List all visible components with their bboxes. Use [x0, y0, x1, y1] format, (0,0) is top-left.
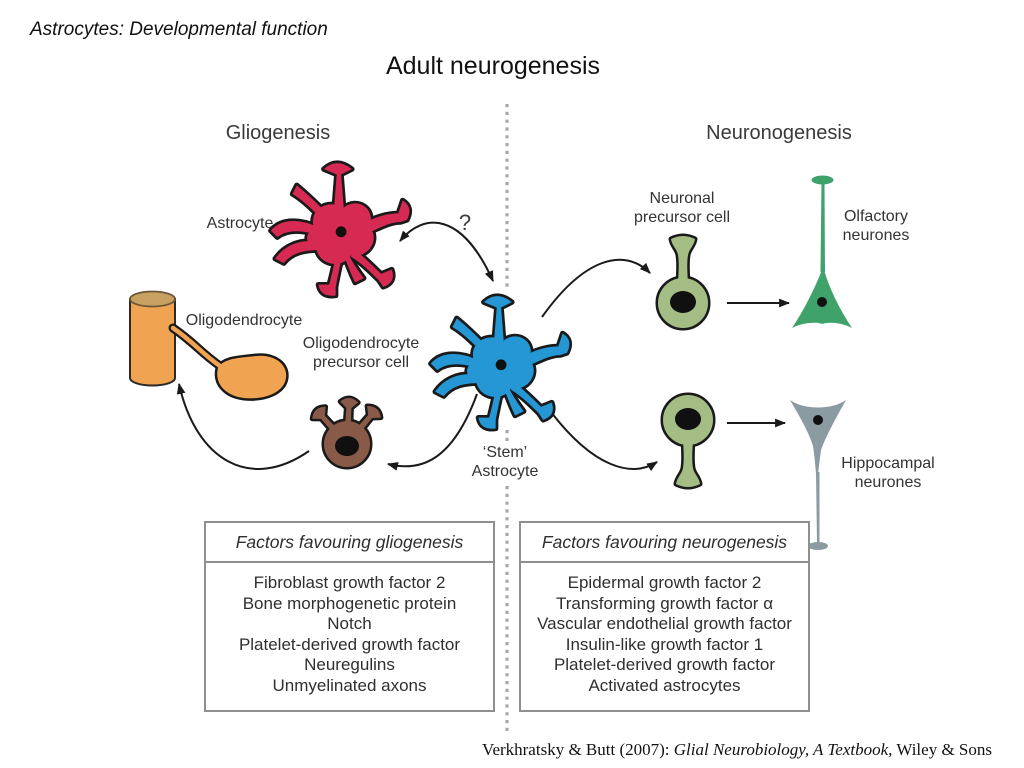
astrocyte-label: Astrocyte [206, 215, 274, 232]
neurogenesis-factors-title: Factors favouring neurogenesis [521, 523, 808, 563]
gliogenesis-heading: Gliogenesis [225, 122, 331, 144]
stem-astrocyte-cell [431, 296, 570, 429]
oligodendrocyte-label: Oligodendrocyte [185, 312, 303, 329]
arrow-opc-to-oligodendrocyte [176, 382, 310, 470]
pathway-arrows [176, 221, 791, 472]
factor-item: Bone morphogenetic protein [242, 593, 457, 613]
lower-neuronal-precursor-cell [663, 395, 713, 487]
neuronogenesis-heading: Neuronogenesis [706, 122, 852, 144]
citation-book-title: Glial Neurobiology, A Textbook, [673, 740, 893, 759]
factor-item: Unmyelinated axons [272, 675, 427, 695]
factor-item: Notch [327, 614, 372, 633]
astrocyte-cell [271, 163, 410, 296]
question-mark-label: ? [458, 210, 472, 235]
arrow-stem-to-upper-precursor [541, 258, 651, 318]
oligodendrocyte-precursor-cell [310, 398, 384, 467]
factor-item: Fibroblast growth factor 2 [253, 573, 446, 592]
factor-item: Neuregulins [304, 655, 395, 674]
olfactory-neurones-label: Olfactory neurones [842, 208, 910, 244]
arrow-astrocyte-stem-question [399, 221, 494, 283]
page-title: Adult neurogenesis [385, 52, 601, 80]
factor-item: Transforming growth factor α [555, 593, 774, 613]
upper-neuronal-precursor-cell [658, 236, 708, 328]
factor-item: Vascular endothelial growth factor [537, 614, 792, 633]
arrow-stem-to-lower-precursor [550, 411, 658, 472]
neuronal-precursor-label: Neuronal precursor cell [633, 190, 731, 226]
factor-item: Epidermal growth factor 2 [567, 573, 762, 592]
axon-cylinder [129, 290, 176, 387]
factor-item: Insulin-like growth factor 1 [565, 634, 764, 654]
factor-item: Activated astrocytes [588, 675, 741, 695]
factor-item: Platelet-derived growth factor [553, 655, 776, 674]
slide-topic: Astrocytes: Developmental function [30, 19, 328, 40]
citation-prefix: Verkhratsky & Butt (2007): [482, 740, 674, 759]
citation: Verkhratsky & Butt (2007): Glial Neurobi… [482, 740, 992, 760]
gliogenesis-factors-box: Factors favouring gliogenesis Fibroblast… [204, 521, 495, 712]
olfactory-neurone-cell [792, 175, 852, 328]
hippocampal-neurones-label: Hippocampal neurones [841, 455, 935, 491]
factor-item: Platelet-derived growth factor [238, 634, 461, 654]
gliogenesis-factors-list: Fibroblast growth factor 2 Bone morphoge… [206, 563, 493, 696]
citation-suffix: Wiley & Sons [892, 740, 992, 759]
stem-astrocyte-label: ‘Stem’ Astrocyte [471, 444, 539, 480]
opc-label: Oligodendrocyte precursor cell [302, 335, 420, 371]
oligodendrocyte-cell [168, 323, 286, 398]
neurogenesis-factors-box: Factors favouring neurogenesis Epidermal… [519, 521, 810, 712]
gliogenesis-factors-title: Factors favouring gliogenesis [206, 523, 493, 563]
neurogenesis-factors-list: Epidermal growth factor 2 Transforming g… [521, 563, 808, 696]
arrow-stem-to-opc [386, 393, 478, 471]
